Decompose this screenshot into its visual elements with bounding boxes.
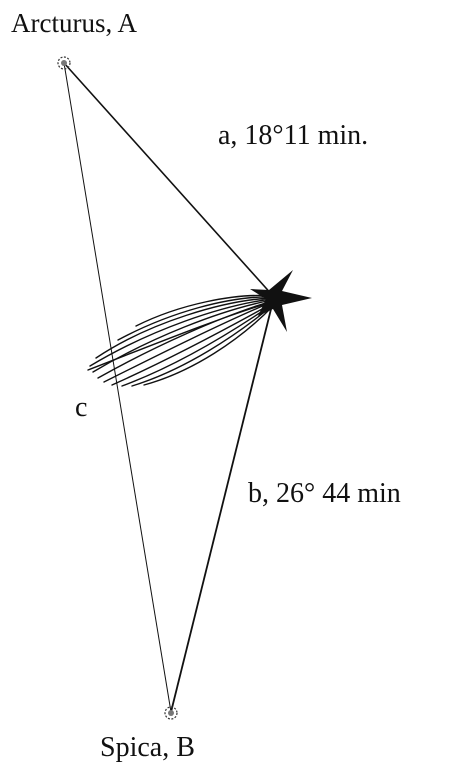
side-b-label: b, 26° 44 min bbox=[248, 478, 401, 509]
side-c-line bbox=[63, 62, 172, 713]
side-b-line bbox=[170, 296, 275, 713]
comet-head-icon bbox=[250, 270, 312, 332]
side-a-label: a, 18°11 min. bbox=[218, 120, 369, 151]
star-b-icon bbox=[164, 706, 178, 720]
side-a-line bbox=[63, 62, 275, 298]
star-b-label: Spica, B bbox=[100, 732, 195, 763]
comet-tail bbox=[87, 294, 274, 387]
star-a-icon bbox=[57, 56, 71, 70]
comet-c-label: c bbox=[75, 392, 88, 423]
star-a-label: Arcturus, A bbox=[11, 8, 137, 38]
